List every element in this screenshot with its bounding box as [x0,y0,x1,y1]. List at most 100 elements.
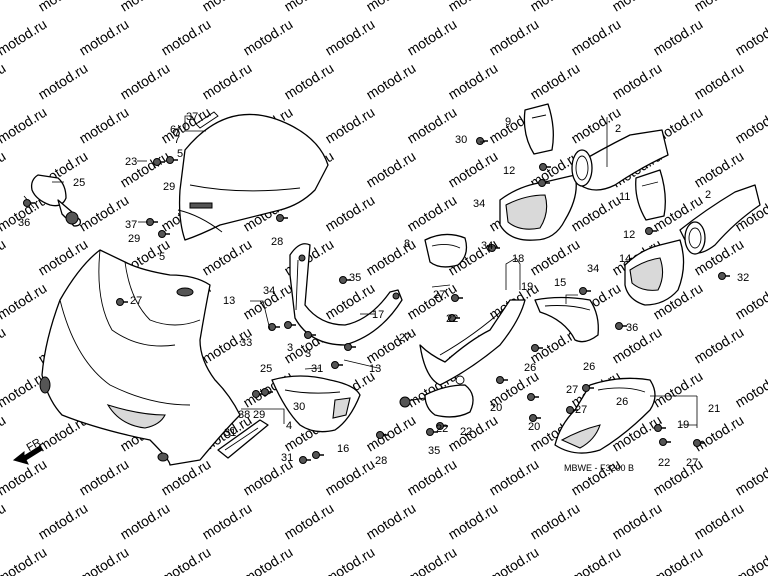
callout-number: 21 [708,403,720,415]
windscreen-part [177,111,329,241]
watermark-text: motod.ru [35,500,90,543]
watermark-text: motod.ru [240,16,295,59]
bolt-icon [284,321,296,329]
watermark-text: motod.ru [117,500,172,543]
stay-bracket-part [289,243,403,346]
bolt-icon [252,390,264,398]
watermark-text: motod.ru [404,104,459,147]
watermark-text: motod.ru [732,16,768,59]
watermark-text: motod.ru [0,148,8,191]
callout-number: 7 [174,127,180,139]
bolt-icon [451,294,463,302]
watermark-text: motod.ru [0,236,8,279]
watermark-text: motod.ru [486,456,541,499]
bolt-icon [538,179,550,187]
lower-panel-part [554,377,656,454]
bolt-icon [693,439,705,447]
watermark-text: motod.ru [158,16,213,59]
bolt-icon [615,322,627,330]
watermark-text: motod.ru [609,60,664,103]
callout-number: 26 [583,361,595,373]
callout-number: 19 [521,281,533,293]
watermark-text: motod.ru [158,544,213,576]
watermark-text: motod.ru [117,60,172,103]
callout-number: 38 [238,409,250,421]
callout-number: 9 [505,116,511,128]
watermark-text: motod.ru [0,324,8,367]
watermark-text: motod.ru [199,60,254,103]
callout-number: 3 [305,348,311,360]
callout-number: 27 [686,457,698,469]
mirror-part [23,174,82,227]
callout-number: 31 [281,452,293,464]
callout-number: 29 [128,233,140,245]
watermark-text: motod.ru [568,192,623,235]
watermark-text: motod.ru [322,456,377,499]
callout-number: 12 [623,229,635,241]
watermark-text: motod.ru [404,192,459,235]
callout-number: 27 [566,384,578,396]
watermark-text: motod.ru [35,60,90,103]
callout-number: 34 [263,285,275,297]
inner-panel-part [271,375,361,433]
bolt-icon [527,393,539,401]
callout-number: 20 [490,402,502,414]
watermark-text: motod.ru [568,16,623,59]
callout-number: 20 [528,421,540,433]
callout-number: 34 [481,240,493,252]
watermark-text: motod.ru [76,544,131,576]
watermark-text: motod.ru [691,412,746,455]
bolt-icon [531,344,543,352]
bolt-icon [331,361,343,369]
front-direction-arrow: FR. [12,435,46,465]
watermark-text: motod.ru [691,148,746,191]
winker-23-part [399,384,474,418]
intake-8-part [424,233,468,268]
callout-number: 27 [399,332,411,344]
callout-number: 30 [455,134,467,146]
watermark-text: motod.ru [0,412,8,455]
watermark-text: motod.ru [76,104,131,147]
watermark-text: motod.ru [732,280,768,323]
watermark-text: motod.ru [445,148,500,191]
watermark-text: motod.ru [199,236,254,279]
watermark-text: motod.ru [0,60,8,103]
callout-number: 14 [619,253,631,265]
callout-number: 34 [473,198,485,210]
callout-number: 5 [159,251,165,263]
watermark-text: motod.ru [199,0,254,15]
watermark-text: motod.ru [76,16,131,59]
callout-number: 36 [626,322,638,334]
callout-number: 30 [293,401,305,413]
bolt-icon [261,388,273,396]
callout-number: 25 [260,363,272,375]
watermark-text: motod.ru [445,0,500,15]
bolt-icon [659,438,671,446]
watermark-text: motod.ru [609,500,664,543]
callout-number: 29 [253,409,265,421]
air-duct-right-part [624,184,761,306]
watermark-text: motod.ru [0,0,8,15]
watermark-text: motod.ru [363,412,418,455]
callout-number: 4 [286,420,292,432]
watermark-text: motod.ru [0,104,49,147]
callout-number: 26 [524,362,536,374]
watermark-text: motod.ru [240,544,295,576]
watermark-text: motod.ru [0,544,49,576]
callout-number: 3 [287,342,293,354]
callout-number: 27 [575,404,587,416]
bolt-icon [582,384,594,392]
bolt-icon [153,158,165,166]
cover-9-part [523,103,554,155]
watermark-text: motod.ru [691,324,746,367]
callout-number: 17 [372,309,384,321]
watermark-text: motod.ru [322,104,377,147]
bolt-icon [645,227,657,235]
callout-number: 13 [223,295,235,307]
bolt-icon [448,314,460,322]
bolt-icon [539,163,551,171]
watermark-text: motod.ru [363,500,418,543]
watermark-text: motod.ru [117,0,172,15]
